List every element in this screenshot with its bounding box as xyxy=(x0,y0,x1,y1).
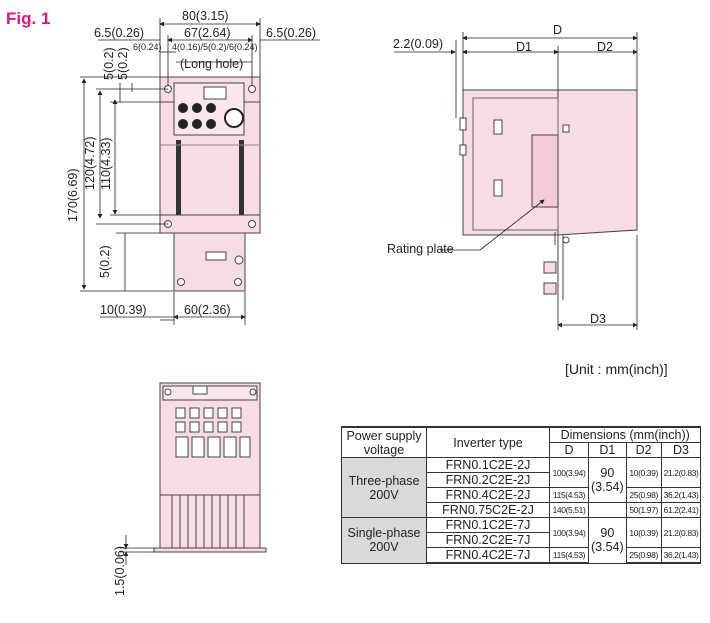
table-cell-d2: 10(0.39) xyxy=(625,517,662,548)
table-cell-type: FRN0.2C2E-7J xyxy=(426,532,550,548)
voltage-line1: Three-phase xyxy=(348,473,420,488)
header-power-supply: Power supply voltage xyxy=(341,426,427,458)
table-cell-d: 115(4.53) xyxy=(549,487,589,503)
d1-value-inch: (3.54) xyxy=(591,540,624,555)
dim-foot: 1.5(0.06) xyxy=(113,546,127,596)
dim-overall-height: 170(6.69) xyxy=(66,168,80,222)
figure-label: Fig. 1 xyxy=(6,9,50,28)
table-cell-d: 140(5.51) xyxy=(549,502,589,518)
table-cell-d: 115(4.53) xyxy=(549,547,589,564)
table-cell-type: FRN0.1C2E-2J xyxy=(426,457,550,473)
rating-plate-label: Rating plate xyxy=(387,242,454,256)
dim-d1: D1 xyxy=(516,40,532,54)
table-cell-d2: 50(1.97) xyxy=(625,502,662,518)
dim-d3: D3 xyxy=(590,312,606,326)
table-cell-type: FRN0.4C2E-2J xyxy=(426,487,550,503)
table-cell-type: FRN0.2C2E-2J xyxy=(426,472,550,488)
group-voltage-single-phase: Single-phase 200V xyxy=(341,517,427,564)
table-cell-type: FRN0.4C2E-7J xyxy=(426,547,550,564)
table-cell-type: FRN0.75C2E-2J xyxy=(426,502,550,518)
table-cell-d3: 21.2(0.83) xyxy=(660,517,702,548)
header-inverter-type: Inverter type xyxy=(426,426,550,458)
table-cell-d: 100(3.94) xyxy=(549,457,589,488)
dim-long-hole: (Long hole) xyxy=(180,57,243,71)
dim-mount-width: 67(2.64) xyxy=(184,26,231,40)
dim-mount-height: 120(4.72) xyxy=(83,136,97,190)
bottom-dimension-lines xyxy=(120,535,154,565)
d1-value-inch: (3.54) xyxy=(591,480,624,494)
table-cell-d: 100(3.94) xyxy=(549,517,589,548)
group-voltage-three-phase: Three-phase 200V xyxy=(341,457,427,518)
table-cell-d1: 90 (3.54) xyxy=(588,457,627,503)
dim-d2: D2 xyxy=(597,40,613,54)
header-col-d3: D3 xyxy=(660,442,702,458)
front-view xyxy=(159,76,261,292)
dim-bottom-left: 10(0.39) xyxy=(100,303,147,317)
header-power-supply-line1: Power supply xyxy=(346,428,422,443)
d1-value: 90 xyxy=(600,466,615,480)
front-dimension-lines xyxy=(80,18,320,325)
d1-value: 90 xyxy=(600,526,615,541)
dim-left-margin: 6.5(0.26) xyxy=(94,26,144,40)
table-cell-type: FRN0.1C2E-7J xyxy=(426,517,550,533)
side-dimension-lines xyxy=(394,32,638,330)
bottom-view xyxy=(153,382,267,553)
table-cell-d2: 25(0.98) xyxy=(625,547,662,564)
dim-top-edge-2: 5(0.2) xyxy=(116,47,130,80)
dimension-table: Power supply voltage Inverter type Dimen… xyxy=(341,426,702,564)
dim-overall-width: 80(3.15) xyxy=(182,9,229,23)
table-cell-d3: 36.2(1.43) xyxy=(660,487,702,503)
unit-note: [Unit : mm(inch)] xyxy=(565,361,668,377)
header-power-supply-line2: voltage xyxy=(363,442,405,457)
dim-hole-dims: 4(0.16)/5(0.2)/6(0.24) xyxy=(172,42,258,52)
dim-bottom-edge: 5(0.2) xyxy=(98,245,112,278)
table-cell-d3: 61.2(2.41) xyxy=(660,502,702,518)
dim-body-height: 110(4.33) xyxy=(99,137,113,190)
dim-bottom-width: 60(2.36) xyxy=(184,303,231,317)
header-dimensions: Dimensions (mm(inch)) xyxy=(548,426,702,443)
header-col-d2: D2 xyxy=(625,442,662,458)
dim-slot-width: 6(0.24) xyxy=(133,42,162,52)
header-col-d1: D1 xyxy=(588,442,627,458)
header-col-d: D xyxy=(549,442,589,458)
dim-offset: 2.2(0.09) xyxy=(393,37,443,51)
table-cell-d2: 10(0.39) xyxy=(625,457,662,488)
table-cell-d1: 90 (3.54) xyxy=(588,517,627,564)
voltage-line2: 200V xyxy=(369,487,399,502)
side-view xyxy=(459,89,638,300)
voltage-line1: Single-phase xyxy=(347,526,421,541)
dim-top-edge-1: 5(0.2) xyxy=(102,47,116,80)
table-cell-d1-empty xyxy=(588,502,627,518)
table-cell-d2: 25(0.98) xyxy=(625,487,662,503)
table-cell-d3: 21.2(0.83) xyxy=(660,457,702,488)
voltage-line2: 200V xyxy=(369,540,399,555)
table-cell-d3: 36.2(1.43) xyxy=(660,547,702,564)
dim-total-depth: D xyxy=(553,23,562,37)
dim-right-margin: 6.5(0.26) xyxy=(266,26,316,40)
